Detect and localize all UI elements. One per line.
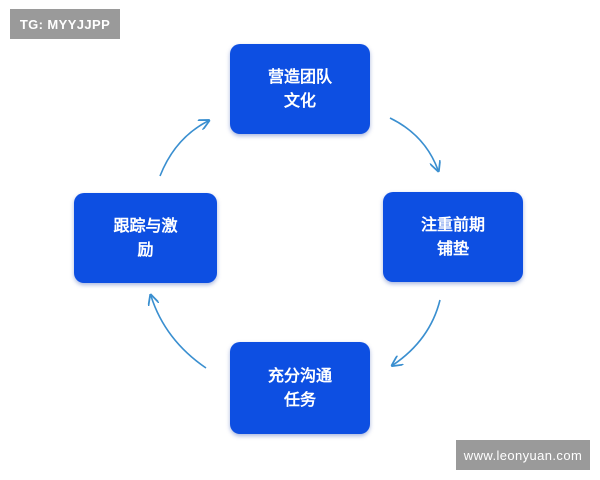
step-box-top: 营造团队文化 [230,44,370,134]
arrow-top-to-right [389,117,438,170]
step-box-left: 跟踪与激励 [74,193,217,283]
step-label: 充分沟通任务 [267,366,332,409]
step-box-bottom: 充分沟通任务 [230,342,370,434]
watermark-top-left: TG: MYYJJPP [10,9,120,39]
step-label: 营造团队文化 [267,67,332,110]
step-box-right: 注重前期铺垫 [383,192,523,282]
arrow-right-to-bottom [393,299,441,365]
step-label: 注重前期铺垫 [420,215,485,258]
watermark-bottom-right: www.leonyuan.com [456,440,590,470]
step-label: 跟踪与激励 [113,216,178,259]
arrow-bottom-to-left [151,296,207,369]
arrow-left-to-top [159,121,208,177]
